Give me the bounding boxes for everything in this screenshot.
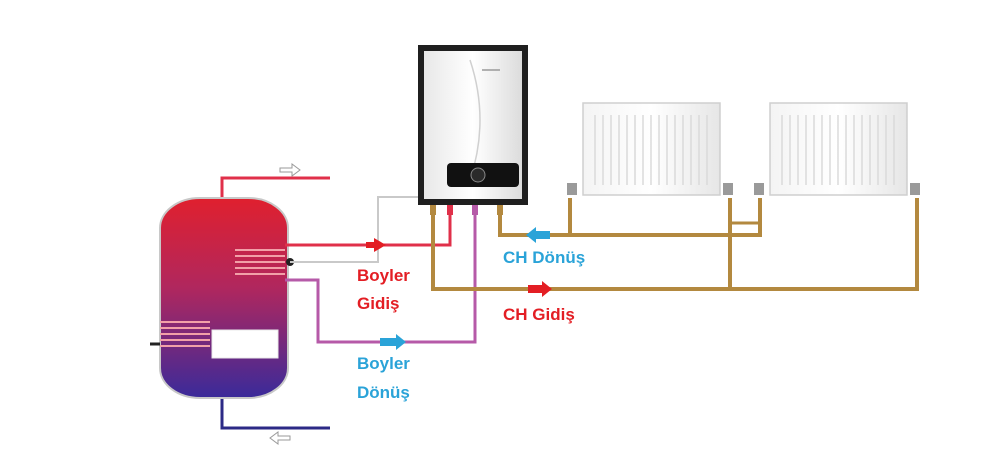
boyler-gidis-label-line1: Boyler	[357, 266, 410, 285]
hot-water-tank	[150, 163, 330, 445]
cold-inlet-arrow-icon	[269, 431, 291, 445]
boiler-flow-pipe	[285, 205, 452, 247]
ch-supply-pipe	[431, 198, 919, 291]
ch-donus-arrow-icon	[526, 227, 550, 243]
upper-heat-exchanger-coil	[235, 249, 285, 275]
ch-return-pipe	[498, 198, 762, 237]
boyler-donus-arrow-icon	[380, 334, 406, 350]
radiator-1	[567, 102, 733, 196]
boyler-donus-label-line1: Boyler	[357, 354, 410, 373]
sensor-wire	[290, 196, 418, 263]
combi-boiler	[418, 45, 528, 215]
ch-donus-label: CH Dönüş	[503, 248, 586, 267]
hot-outlet-arrow-icon	[279, 163, 301, 177]
boyler-gidis-arrow-icon	[366, 238, 386, 252]
lower-heat-exchanger-coil	[160, 321, 210, 347]
boyler-gidis-label-line2: Gidiş	[357, 294, 400, 313]
boyler-donus-label-line2: Dönüş	[357, 383, 410, 402]
ch-gidis-arrow-icon	[528, 281, 552, 297]
radiator-2	[754, 102, 920, 196]
boiler-return-pipe	[285, 205, 477, 344]
ch-gidis-label: CH Gidiş	[503, 305, 575, 324]
